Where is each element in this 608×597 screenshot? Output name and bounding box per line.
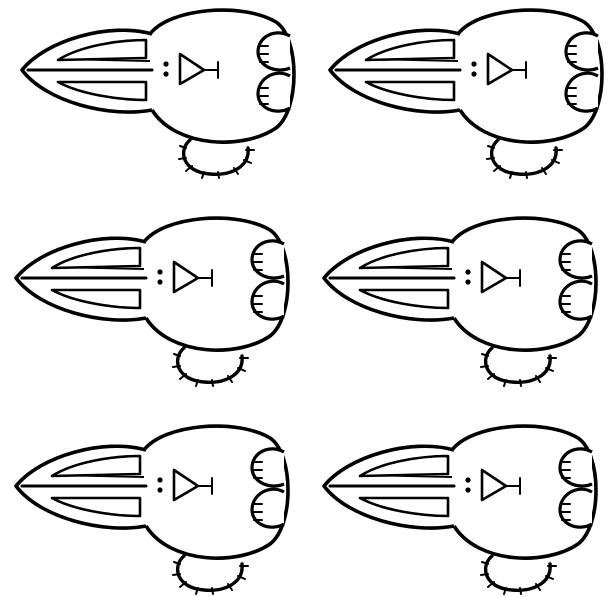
bunny-outline-icon xyxy=(322,216,598,388)
bunny-outline-icon xyxy=(322,424,598,596)
bunny-outline-icon xyxy=(14,216,290,388)
bunny-1 xyxy=(20,8,296,180)
bunny-2 xyxy=(328,8,604,180)
bunny-outline-icon xyxy=(20,8,296,180)
bunny-4 xyxy=(322,216,598,388)
bunny-6 xyxy=(322,424,598,596)
bunny-outline-icon xyxy=(328,8,604,180)
bunny-3 xyxy=(14,216,290,388)
bunny-5 xyxy=(14,424,290,596)
bunny-outline-icon xyxy=(14,424,290,596)
